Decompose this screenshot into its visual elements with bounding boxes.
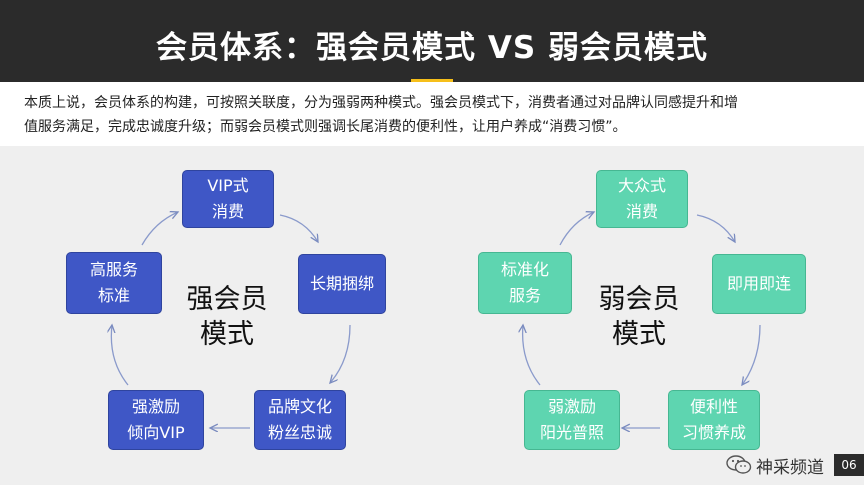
weak-box-standard-service: 标准化 服务	[478, 252, 572, 314]
arrow-strong-4	[111, 325, 129, 386]
strong-box-incentive-line2: 倾向VIP	[127, 423, 185, 442]
strong-box-incentive-line1: 强激励	[131, 397, 180, 417]
strong-box-vip-line2: 消费	[211, 202, 244, 221]
weak-box-convenience-line1: 便利性	[689, 397, 738, 417]
intro-line-2: 值服务满足，完成忠诚度升级；而弱会员模式则强调长尾消费的便利性，让用户养成“消费…	[24, 119, 627, 135]
weak-box-mass-line2: 消费	[625, 202, 658, 221]
arrow-weak-2	[742, 324, 761, 385]
strong-model-label-line2: 模式	[200, 319, 254, 351]
strong-box-high-service: 高服务 标准	[66, 252, 162, 314]
strong-box-long-term-binding: 长期捆绑	[298, 254, 386, 314]
strong-model-label-line1: 强会员	[186, 284, 268, 315]
strong-box-brand-line1: 品牌文化	[267, 397, 332, 417]
weak-model-label-line2: 模式	[612, 319, 666, 351]
strong-box-service-line2: 标准	[97, 286, 130, 305]
strong-box-vip-line1: VIP式	[207, 176, 249, 196]
weak-box-standard-line2: 服务	[508, 286, 541, 305]
weak-box-convenience-line2: 习惯养成	[681, 423, 746, 442]
arrow-strong-1	[279, 214, 318, 242]
weak-box-mass-line1: 大众式	[617, 176, 666, 196]
strong-box-binding-line1: 长期捆绑	[309, 274, 374, 294]
strong-box-brand-line2: 粉丝忠诚	[267, 423, 332, 442]
weak-model-label-line1: 弱会员	[598, 284, 680, 315]
strong-box-brand-culture: 品牌文化 粉丝忠诚	[254, 390, 346, 450]
footer: 神采频道 06	[726, 452, 864, 478]
page-number: 06	[834, 454, 864, 476]
header-bar	[0, 0, 864, 82]
weak-box-incentive-line1: 弱激励	[547, 397, 596, 417]
arrow-strong-5	[141, 212, 178, 246]
strong-box-service-line1: 高服务	[89, 260, 138, 280]
weak-box-instant-use: 即用即连	[712, 254, 806, 314]
arrow-strong-2	[330, 324, 351, 383]
wechat-icon	[726, 455, 752, 474]
weak-box-instant-line1: 即用即连	[726, 274, 791, 294]
intro-line-1: 本质上说，会员体系的构建，可按照关联度，分为强弱两种模式。强会员模式下，消费者通…	[24, 95, 738, 111]
weak-box-weak-incentive: 弱激励 阳光普照	[524, 390, 620, 450]
arrow-weak-4	[523, 325, 541, 386]
strong-model-label: 强会员 模式	[172, 282, 282, 352]
channel-name: 神采频道	[756, 457, 824, 478]
weak-box-standard-line1: 标准化	[500, 260, 549, 280]
arrow-weak-1	[696, 214, 735, 242]
title-accent-bar	[411, 79, 453, 84]
page-title: 会员体系：强会员模式 VS 弱会员模式	[156, 30, 708, 66]
weak-box-mass-consumption: 大众式 消费	[596, 170, 688, 228]
strong-box-vip-consumption: VIP式 消费	[182, 170, 274, 228]
intro-panel: 本质上说，会员体系的构建，可按照关联度，分为强弱两种模式。强会员模式下，消费者通…	[0, 82, 864, 146]
weak-model-label: 弱会员 模式	[584, 282, 694, 352]
arrow-weak-5	[559, 212, 594, 246]
weak-box-incentive-line2: 阳光普照	[539, 423, 604, 442]
weak-box-convenience: 便利性 习惯养成	[668, 390, 760, 450]
strong-box-strong-incentive: 强激励 倾向VIP	[108, 390, 204, 450]
